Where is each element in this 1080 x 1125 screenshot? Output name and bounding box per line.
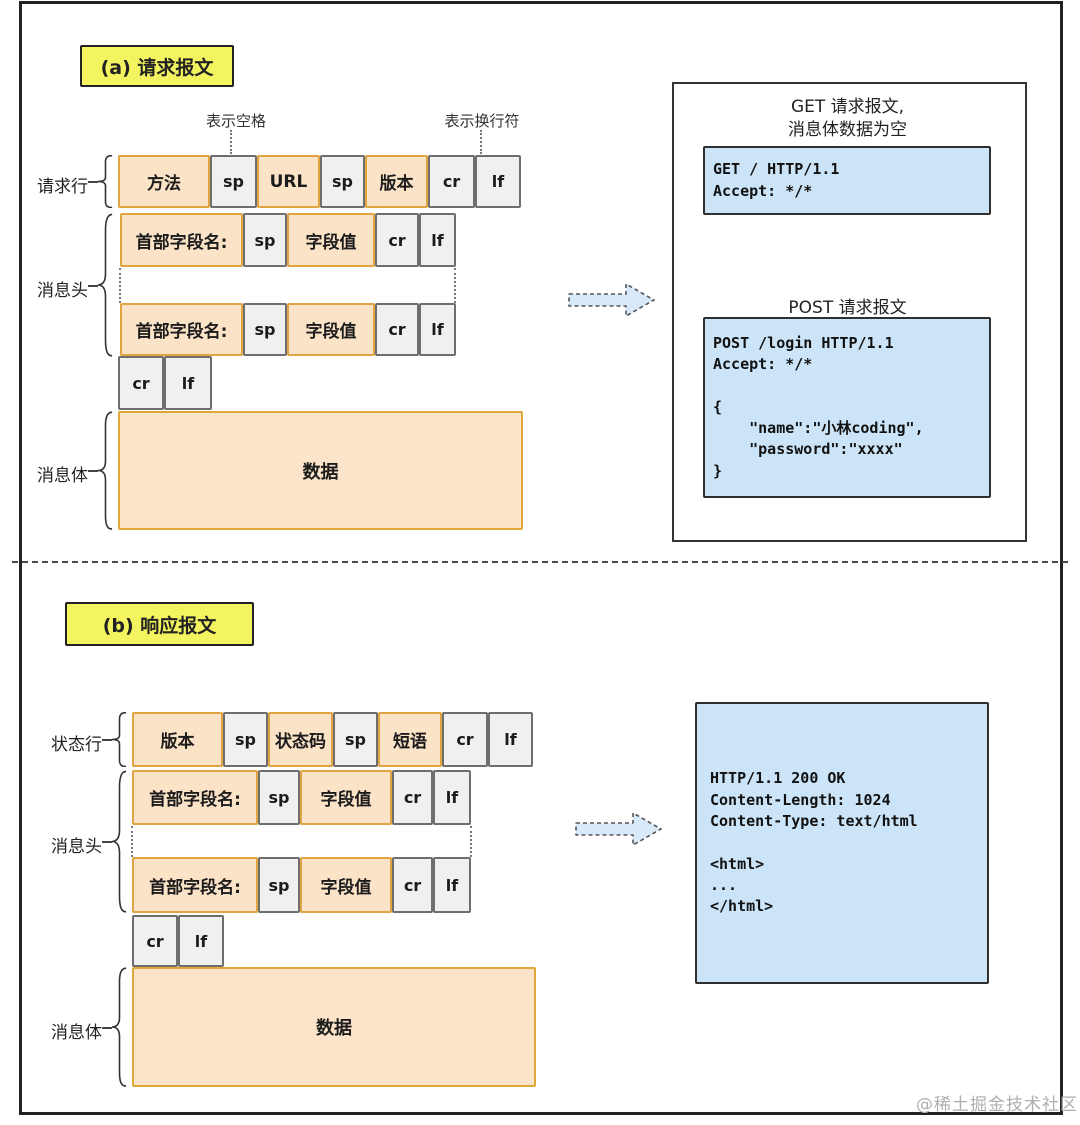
outer-frame xyxy=(19,1,1063,1115)
section-b-title: (b) 响应报文 xyxy=(65,602,254,646)
section-divider xyxy=(12,561,1068,563)
cell-lf: lf xyxy=(164,356,212,410)
cell-sp: sp xyxy=(333,712,378,767)
cell-sp: sp xyxy=(243,213,287,267)
cell-url: URL xyxy=(257,155,320,208)
cell-phrase: 短语 xyxy=(378,712,442,767)
dotted-connector xyxy=(480,130,482,154)
cell-lf: lf xyxy=(419,303,456,356)
annotation-newline-label: 表示换行符 xyxy=(444,112,520,130)
cell-sp: sp xyxy=(258,770,300,825)
data-box-b: 数据 xyxy=(132,967,536,1087)
gap-dotted-line xyxy=(470,826,472,857)
connector-line xyxy=(88,285,98,287)
connector-line xyxy=(102,1027,112,1029)
cell-sp: sp xyxy=(320,155,365,208)
cell-cr: cr xyxy=(132,915,178,967)
section-a-title: (a) 请求报文 xyxy=(80,45,234,87)
connector-line xyxy=(102,739,112,741)
cell-method: 方法 xyxy=(118,155,210,208)
cell-field-value: 字段值 xyxy=(287,303,375,356)
annotation-space-label: 表示空格 xyxy=(205,112,266,130)
row-label-body-b: 消息体 xyxy=(51,1023,102,1043)
cell-sp: sp xyxy=(258,857,300,913)
row-label-request-line: 请求行 xyxy=(37,177,88,197)
cell-sp: sp xyxy=(243,303,287,356)
cell-cr: cr xyxy=(392,857,433,913)
cell-sp: sp xyxy=(210,155,257,208)
cell-field-value: 字段值 xyxy=(300,770,392,825)
left-brace-icon xyxy=(111,967,128,1087)
response-code-text: HTTP/1.1 200 OK Content-Length: 1024 Con… xyxy=(710,769,918,916)
get-example-title-line1: GET 请求报文, xyxy=(790,97,905,117)
get-code-box: GET / HTTP/1.1 Accept: */* xyxy=(703,146,991,215)
cell-cr: cr xyxy=(428,155,475,208)
watermark: @稀土掘金技术社区 xyxy=(916,1095,1078,1115)
cell-lf: lf xyxy=(419,213,456,267)
cell-status-code: 状态码 xyxy=(268,712,333,767)
connector-line xyxy=(88,470,98,472)
cell-cr: cr xyxy=(442,712,488,767)
left-brace-icon xyxy=(111,712,128,767)
post-code-box: POST /login HTTP/1.1 Accept: */* { "name… xyxy=(703,317,991,498)
row-label-headers-a: 消息头 xyxy=(37,281,88,301)
arrow-right-icon xyxy=(568,283,655,317)
left-brace-icon xyxy=(97,155,114,208)
cell-lf: lf xyxy=(433,770,471,825)
left-brace-icon xyxy=(97,213,114,357)
get-example-title-line2: 消息体数据为空 xyxy=(788,120,907,140)
data-box-a: 数据 xyxy=(118,411,523,530)
cell-version: 版本 xyxy=(365,155,428,208)
row-label-headers-b: 消息头 xyxy=(51,837,102,857)
cell-lf: lf xyxy=(178,915,224,967)
get-code-text: GET / HTTP/1.1 Accept: */* xyxy=(713,160,840,200)
cell-lf: lf xyxy=(475,155,521,208)
cell-header-name: 首部字段名: xyxy=(132,770,258,825)
cell-sp: sp xyxy=(223,712,268,767)
gap-dotted-line xyxy=(119,268,121,303)
left-brace-icon xyxy=(111,770,128,913)
connector-line xyxy=(102,841,112,843)
left-brace-icon xyxy=(97,411,114,530)
cell-header-name: 首部字段名: xyxy=(120,303,243,356)
cell-lf: lf xyxy=(488,712,533,767)
gap-dotted-line xyxy=(131,826,133,857)
cell-field-value: 字段值 xyxy=(287,213,375,267)
cell-header-name: 首部字段名: xyxy=(132,857,258,913)
cell-cr: cr xyxy=(118,356,164,410)
post-code-text: POST /login HTTP/1.1 Accept: */* { "name… xyxy=(713,333,924,480)
gap-dotted-line xyxy=(454,268,456,303)
arrow-right-icon xyxy=(575,812,662,846)
cell-cr: cr xyxy=(375,213,419,267)
dotted-connector xyxy=(230,130,232,154)
post-example-title: POST 请求报文 xyxy=(788,298,907,318)
cell-header-name: 首部字段名: xyxy=(120,213,243,267)
cell-lf: lf xyxy=(433,857,471,913)
cell-version: 版本 xyxy=(132,712,223,767)
cell-cr: cr xyxy=(392,770,433,825)
cell-field-value: 字段值 xyxy=(300,857,392,913)
response-code-box: HTTP/1.1 200 OK Content-Length: 1024 Con… xyxy=(695,702,989,984)
connector-line xyxy=(88,181,98,183)
row-label-body-a: 消息体 xyxy=(37,466,88,486)
row-label-status-line: 状态行 xyxy=(51,735,102,755)
cell-cr: cr xyxy=(375,303,419,356)
